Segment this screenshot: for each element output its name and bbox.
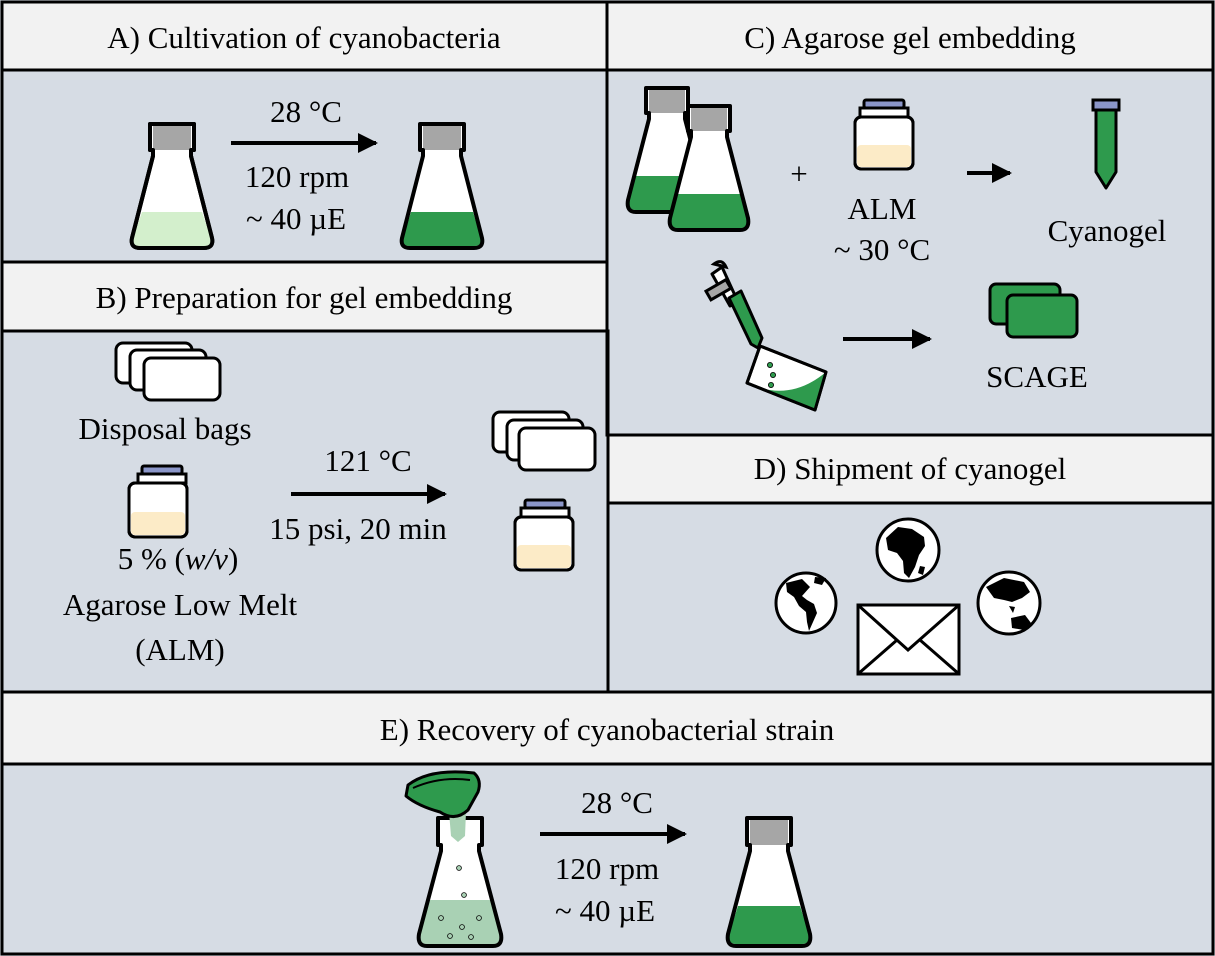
cyanogel-label: Cyanogel (1048, 213, 1167, 248)
recovered-culture-flask-icon (725, 816, 813, 948)
envelope-icon (856, 603, 961, 676)
globe-asia-australia-icon (976, 570, 1042, 636)
culture-flasks-icon (625, 86, 751, 232)
panel-b-title: B) Preparation for gel embedding (96, 280, 513, 315)
panel-e-body (0, 762, 1215, 956)
panel-a-speed: 120 rpm (245, 159, 349, 194)
panel-e-speed: 120 rpm (555, 851, 659, 886)
disposal-bags-icon (114, 341, 222, 402)
panel-c-header (605, 0, 1215, 72)
panel-a-header (0, 0, 609, 72)
panel-a-temp: 28 °C (270, 94, 342, 129)
scage-sheets-icon (988, 282, 1079, 339)
panel-e-title: E) Recovery of cyanobacterial strain (380, 712, 835, 747)
globe-americas-icon (774, 571, 838, 635)
pipette-bag-icon (703, 260, 828, 412)
alm-abbrev-label: (ALM) (135, 632, 225, 667)
panel-e-temp: 28 °C (581, 785, 653, 820)
panel-c-body (605, 68, 1215, 437)
green-culture-flask-icon (399, 122, 485, 250)
autoclave-conditions: 15 psi, 20 min (269, 511, 447, 546)
autoclave-temp: 121 °C (324, 443, 411, 478)
panel-b-header (0, 260, 609, 333)
agarose-name-label: Agarose Low Melt (63, 587, 298, 622)
globe-africa-icon (875, 517, 941, 583)
panel-d-body (606, 501, 1215, 694)
plus-sign: + (790, 156, 807, 191)
sterile-agarose-bottle-icon (513, 498, 575, 572)
agarose-concentration-label: 5 % (w/v) (118, 541, 239, 576)
panel-a-title: A) Cultivation of cyanobacteria (107, 20, 501, 55)
alm-temp-label: ~ 30 °C (834, 232, 930, 267)
panel-d-title: D) Shipment of cyanogel (754, 451, 1067, 486)
recovery-flask-icon (416, 812, 504, 948)
panel-e-light: ~ 40 µE (555, 893, 655, 928)
disposal-bags-label: Disposal bags (78, 411, 251, 446)
panel-a-light: ~ 40 µE (246, 201, 346, 236)
scage-label: SCAGE (986, 359, 1088, 394)
agarose-bottle-icon (127, 464, 189, 539)
panel-c-title: C) Agarose gel embedding (744, 20, 1075, 55)
sterile-bags-icon (491, 410, 597, 472)
alm-bottle-icon (853, 98, 915, 171)
cyanogel-tube-icon (1091, 98, 1121, 190)
pale-culture-flask-icon (129, 122, 215, 250)
alm-label: ALM (848, 191, 917, 226)
pouring-cyanogel-icon (404, 770, 481, 818)
